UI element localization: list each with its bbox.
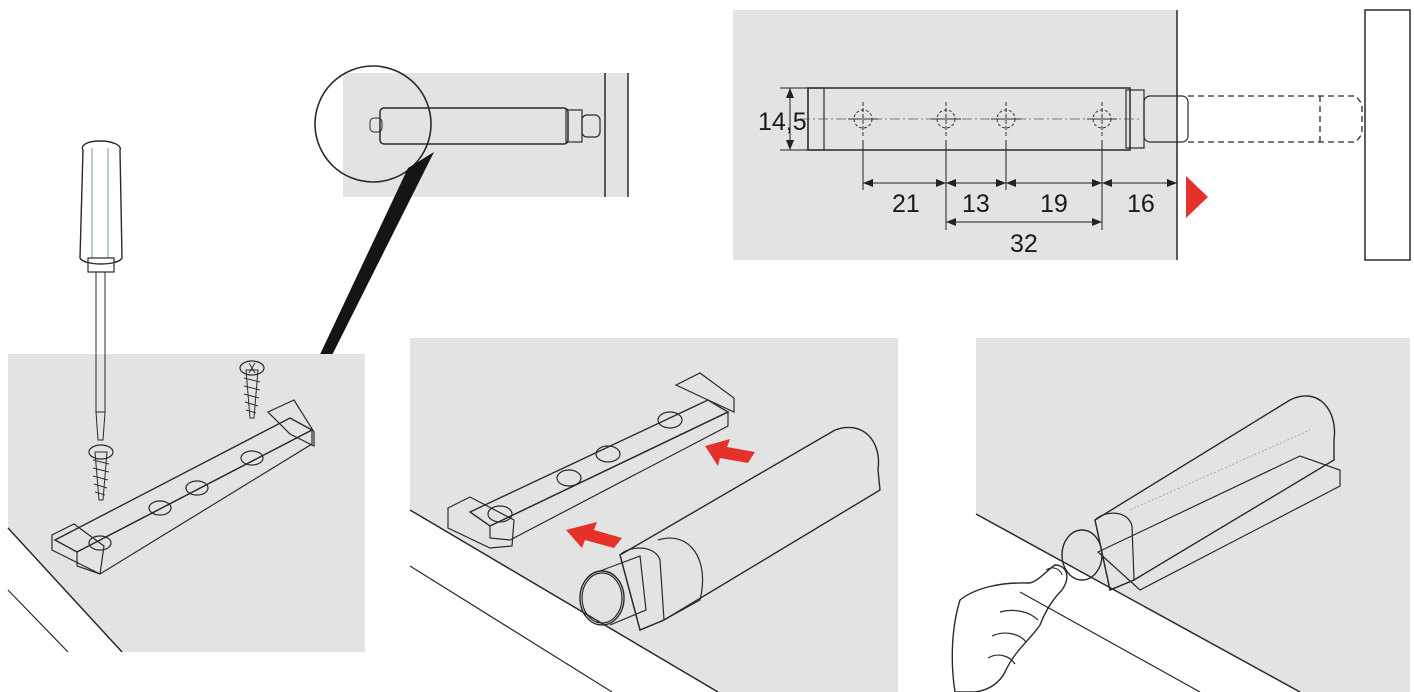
slide-panel-background: [410, 338, 898, 692]
hole-marker-4: [1087, 102, 1117, 136]
arrow-icon: [705, 439, 755, 466]
height-label: 14,5: [758, 108, 807, 136]
push-step-panel: [951, 338, 1410, 692]
slide-step-panel: [409, 338, 898, 692]
pushed-out-plunger: [1188, 95, 1363, 143]
hole-marker-1: [848, 102, 878, 136]
detail-latch-body: [369, 107, 601, 145]
push-direction-arrow-icon: [1186, 176, 1208, 218]
mounting-plate-center: [447, 372, 735, 549]
dimension-background: [733, 10, 1177, 260]
latch-body-center: [579, 426, 881, 631]
screw-hole-markers: [848, 102, 1117, 136]
latch-installed: [1061, 395, 1341, 591]
arrow-icon-second: [566, 522, 622, 548]
mounting-panel-background: [8, 354, 365, 652]
screw-icon: [88, 444, 114, 501]
screw-icon-second: [239, 360, 265, 419]
magnifier-circle: [314, 65, 432, 183]
hole-marker-2: [931, 102, 961, 136]
detail-background: [343, 73, 628, 197]
dimension-13: 13: [962, 190, 990, 218]
dimension-19: 19: [1040, 190, 1068, 218]
screwdriver-icon: [79, 140, 123, 441]
mounting-step-panel: [7, 140, 365, 653]
door-panel: [1364, 9, 1411, 261]
dimension-21: 21: [892, 190, 920, 218]
dimension-32: 32: [1010, 230, 1038, 258]
plunger-button: [579, 570, 625, 626]
dimension-16: 16: [1127, 190, 1155, 218]
length-dimensions: 21 13 19 16 32: [862, 140, 1178, 258]
push-panel-background: [976, 338, 1410, 692]
dimension-drawing: 14,5 21 13 19 16 32: [733, 9, 1411, 261]
plunger-button-installed: [1061, 529, 1103, 581]
mounting-plate: [51, 399, 315, 575]
height-dimension: 14,5: [758, 87, 808, 151]
hole-marker-3: [991, 102, 1021, 136]
hand-icon: [951, 564, 1068, 692]
